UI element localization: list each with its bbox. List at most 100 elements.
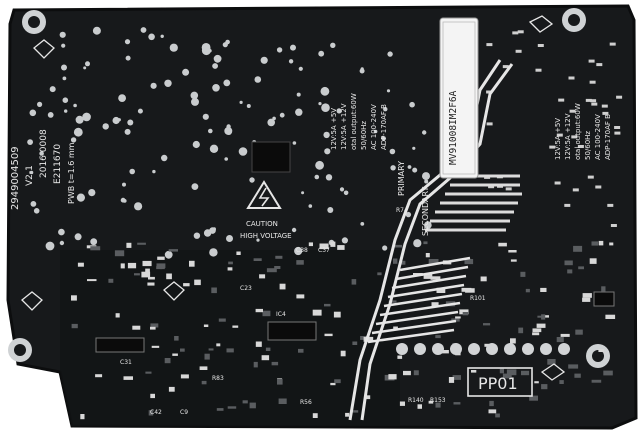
solder-pad bbox=[424, 179, 429, 184]
smd-part bbox=[607, 203, 614, 207]
ref-r101: R101 bbox=[470, 295, 486, 302]
smd-part bbox=[114, 250, 125, 257]
smd-part bbox=[598, 240, 604, 246]
smd-part bbox=[574, 373, 581, 378]
smd-part bbox=[431, 302, 439, 307]
smd-part bbox=[589, 80, 596, 84]
smd-part bbox=[609, 42, 616, 46]
smd-part bbox=[614, 131, 621, 135]
solder-pad bbox=[341, 237, 348, 244]
smd-part bbox=[564, 260, 573, 266]
solder-pad bbox=[148, 33, 155, 41]
solder-pad bbox=[140, 27, 147, 33]
solder-pad bbox=[62, 76, 67, 81]
smd-part bbox=[259, 274, 266, 279]
solder-pad bbox=[134, 202, 143, 211]
solder-pad bbox=[424, 221, 432, 229]
solder-pad bbox=[191, 97, 199, 106]
smd-part bbox=[455, 316, 461, 319]
solder-pad bbox=[117, 118, 121, 122]
output-pad bbox=[414, 343, 426, 355]
pcb-shadow-region bbox=[60, 250, 400, 426]
smd-part bbox=[333, 311, 341, 318]
smd-part bbox=[312, 309, 322, 316]
smd-part bbox=[236, 251, 241, 255]
smd-part bbox=[413, 370, 419, 376]
solder-pad bbox=[209, 248, 218, 257]
smd-part bbox=[567, 269, 573, 274]
solder-pad bbox=[290, 44, 296, 51]
solder-pad bbox=[76, 193, 85, 202]
smd-part bbox=[340, 350, 346, 357]
solder-pad bbox=[63, 109, 68, 113]
solder-pad bbox=[412, 146, 416, 150]
smd-part bbox=[423, 274, 433, 279]
smd-part bbox=[208, 348, 214, 351]
smd-part bbox=[502, 65, 509, 69]
solder-pad bbox=[29, 109, 37, 117]
smd-part bbox=[436, 287, 446, 293]
smd-part bbox=[512, 31, 519, 35]
solder-pad bbox=[75, 115, 84, 124]
smd-part bbox=[529, 395, 538, 401]
smd-part bbox=[495, 413, 500, 418]
smd-part bbox=[324, 303, 331, 307]
smd-part bbox=[249, 402, 256, 409]
smd-part bbox=[150, 323, 159, 328]
solder-pad bbox=[315, 160, 324, 170]
smd-part bbox=[515, 49, 522, 53]
smd-part bbox=[352, 410, 359, 413]
solder-pad bbox=[327, 207, 334, 213]
solder-pad bbox=[33, 208, 40, 214]
smd-part bbox=[156, 266, 163, 270]
smd-part bbox=[227, 406, 237, 409]
solder-pad bbox=[249, 177, 255, 183]
smd-part bbox=[71, 323, 78, 329]
serial-sticker: MV91008IM2F6A bbox=[439, 17, 479, 179]
solder-pad bbox=[85, 61, 90, 67]
smd-part bbox=[95, 374, 103, 378]
creepage-stripe bbox=[387, 283, 465, 299]
smd-part bbox=[120, 263, 125, 269]
solder-pad bbox=[339, 187, 345, 192]
smd-part bbox=[525, 288, 530, 293]
smd-part bbox=[520, 271, 526, 277]
solder-pad bbox=[125, 55, 131, 61]
solder-pad bbox=[92, 26, 101, 35]
secondary-label: SECONDARY bbox=[421, 186, 430, 236]
smd-part bbox=[174, 336, 179, 341]
smd-part bbox=[227, 267, 233, 271]
solder-pad bbox=[324, 148, 331, 155]
solder-pad bbox=[161, 154, 168, 162]
part-number: 2949004509 bbox=[10, 146, 21, 210]
ref-r140: R140 bbox=[408, 397, 424, 404]
pwb-thickness: PWB t=1.6 mm bbox=[67, 142, 76, 204]
smd-part bbox=[480, 276, 487, 282]
smd-part bbox=[605, 314, 616, 319]
solder-pad bbox=[120, 197, 126, 203]
smd-part bbox=[364, 395, 371, 400]
smd-part bbox=[568, 364, 579, 369]
solder-pad bbox=[45, 241, 55, 251]
solder-pad bbox=[412, 167, 418, 173]
high-voltage-label: HIGH VOLTAGE bbox=[240, 232, 292, 240]
solder-pad bbox=[129, 168, 135, 175]
smd-part bbox=[461, 287, 472, 292]
smd-part bbox=[166, 273, 172, 280]
smd-part bbox=[506, 369, 517, 376]
smd-part bbox=[145, 371, 152, 374]
solder-pad bbox=[226, 124, 231, 129]
smd-part bbox=[537, 44, 544, 47]
smd-part bbox=[510, 338, 516, 344]
smd-part bbox=[261, 355, 270, 361]
smd-part bbox=[216, 343, 221, 347]
smd-part bbox=[296, 260, 304, 265]
smd-part bbox=[199, 366, 208, 370]
smd-part bbox=[498, 242, 507, 247]
solder-pad bbox=[224, 157, 228, 161]
solder-pad bbox=[49, 86, 56, 93]
smd-part bbox=[150, 326, 156, 330]
output-pad-row bbox=[396, 343, 570, 355]
solder-pad bbox=[213, 54, 222, 63]
smd-part bbox=[502, 373, 512, 379]
